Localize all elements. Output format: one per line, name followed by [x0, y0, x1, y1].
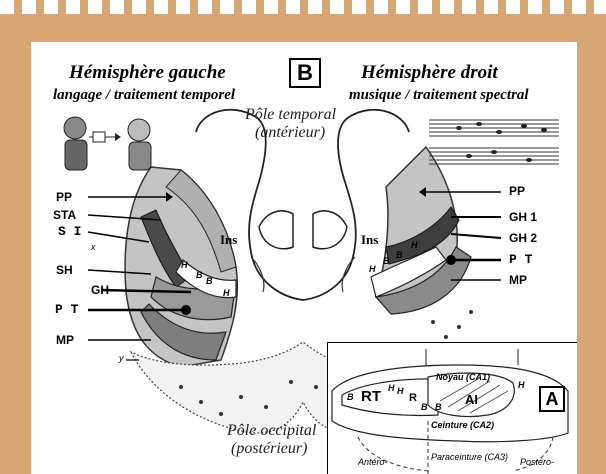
- left-label-y: y: [119, 353, 124, 363]
- pole-occipital-sub-label: (postérieur): [231, 440, 307, 458]
- inset-rt-label: RT: [361, 388, 381, 405]
- left-label-sh: SH: [56, 263, 73, 277]
- right-hemisphere-subtitle: musique / traitement spectral: [349, 87, 529, 104]
- inset-letter-h2: H: [518, 380, 525, 390]
- right-label-pt: P T: [509, 252, 532, 267]
- inset-letter-h3: H: [397, 386, 404, 396]
- ins-left-label: Ins: [220, 232, 237, 248]
- inset-ceinture-label: Ceinture (CA2): [431, 420, 494, 430]
- inset-ai-label: AI: [465, 392, 478, 407]
- left-label-sta: STA: [53, 208, 76, 222]
- inset-r-label: R: [409, 392, 417, 404]
- pole-temporal-label: Pôle temporal: [245, 106, 336, 124]
- left-inner-b1: B: [196, 270, 203, 280]
- left-hemisphere-subtitle: langage / traitement temporel: [53, 87, 235, 104]
- right-hemisphere-title: Hémisphère droit: [361, 62, 498, 84]
- left-inner-h1: H: [181, 260, 188, 270]
- inset-letter-b2: B: [421, 402, 428, 412]
- music-score-illustration: [429, 112, 559, 172]
- inset-letter-b1: B: [347, 392, 354, 402]
- ins-right-label: Ins: [361, 232, 378, 248]
- right-inner-b1: B: [383, 256, 390, 266]
- inset-noyau-label: Noyau (CA1): [436, 372, 490, 382]
- inset-letter-b3: B: [435, 402, 442, 412]
- right-label-pp: PP: [509, 184, 525, 198]
- top-border-dashes: [0, 0, 606, 14]
- inset-letter-a: A: [539, 386, 565, 412]
- right-label-gh2: GH 2: [509, 231, 537, 245]
- inset-postero-label: Postéro-: [520, 457, 554, 467]
- speakers-illustration: [53, 112, 173, 174]
- right-inner-b2: B: [396, 250, 403, 260]
- right-label-gh1: GH 1: [509, 210, 537, 224]
- figure-panel: B Hémisphère gauche langage / traitement…: [31, 42, 577, 474]
- left-label-mp: MP: [56, 333, 74, 347]
- pole-temporal-sub-label: (antérieur): [255, 124, 325, 142]
- left-label-gh: GH: [91, 283, 109, 297]
- left-label-x: x: [91, 242, 96, 252]
- left-inner-b2: B: [206, 276, 213, 286]
- right-inner-h2: H: [411, 240, 418, 250]
- right-label-mp: MP: [509, 273, 527, 287]
- panel-letter-b: B: [289, 58, 321, 88]
- left-hemisphere-title: Hémisphère gauche: [69, 62, 226, 84]
- inset-paraceinture-label: Paraceinture (CA3): [431, 452, 508, 462]
- left-label-si: S I: [58, 224, 81, 239]
- inset-antero-label: Antéro-: [358, 457, 388, 467]
- left-inner-h2: H: [223, 288, 230, 298]
- inset-letter-h1: H: [388, 383, 395, 393]
- left-label-pt: P T: [55, 302, 78, 317]
- pole-occipital-label: Pôle occipital: [227, 422, 316, 440]
- left-label-pp: PP: [56, 190, 72, 204]
- right-inner-h1: H: [369, 264, 376, 274]
